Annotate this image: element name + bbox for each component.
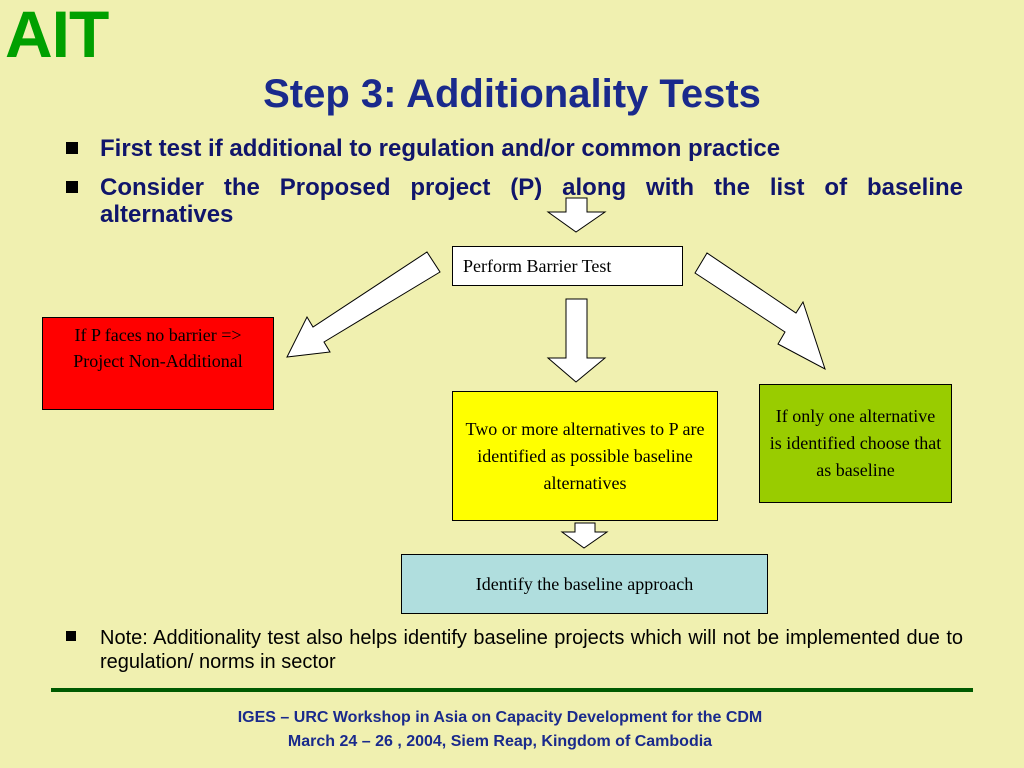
bullet-item: Consider the Proposed project (P) along … [66,174,963,228]
one-alternative-label: If only one alternative is identified ch… [769,406,942,480]
barrier-test-box: Perform Barrier Test [452,246,683,286]
diagonal-arrow-left-icon [286,251,441,358]
footer-line-1: IGES – URC Workshop in Asia on Capacity … [237,709,763,726]
multiple-alternatives-box: Two or more alternatives to P are identi… [452,391,718,521]
bullet-item: First test if additional to regulation a… [66,135,963,162]
square-bullet-icon [66,181,78,193]
down-arrow-icon [560,522,609,549]
bullet-text: Consider the Proposed project (P) along … [100,174,963,228]
square-bullet-icon [66,631,76,641]
slide-title: Step 3: Additionality Tests [263,72,761,116]
down-arrow-icon [546,197,607,233]
baseline-approach-box: Identify the baseline approach [401,554,768,614]
bullet-text: First test if additional to regulation a… [100,135,781,162]
diagonal-arrow-right-icon [694,252,826,371]
ait-logo: AIT [5,0,109,71]
multiple-alternatives-label: Two or more alternatives to P are identi… [465,418,705,493]
no-barrier-box: If P faces no barrier => Project Non-Add… [42,317,274,410]
no-barrier-label: If P faces no barrier => Project Non-Add… [73,325,243,371]
footer-line-2: March 24 – 26 , 2004, Siem Reap, Kingdom… [287,733,713,750]
square-bullet-icon [66,142,78,154]
baseline-approach-label: Identify the baseline approach [475,573,694,594]
note-bullet: Note: Additionality test also helps iden… [66,626,963,674]
barrier-test-label: Perform Barrier Test [463,255,612,276]
note-text: Note: Additionality test also helps iden… [100,627,963,673]
down-arrow-icon [546,298,607,383]
footer-rule [51,688,973,692]
one-alternative-box: If only one alternative is identified ch… [759,384,952,503]
